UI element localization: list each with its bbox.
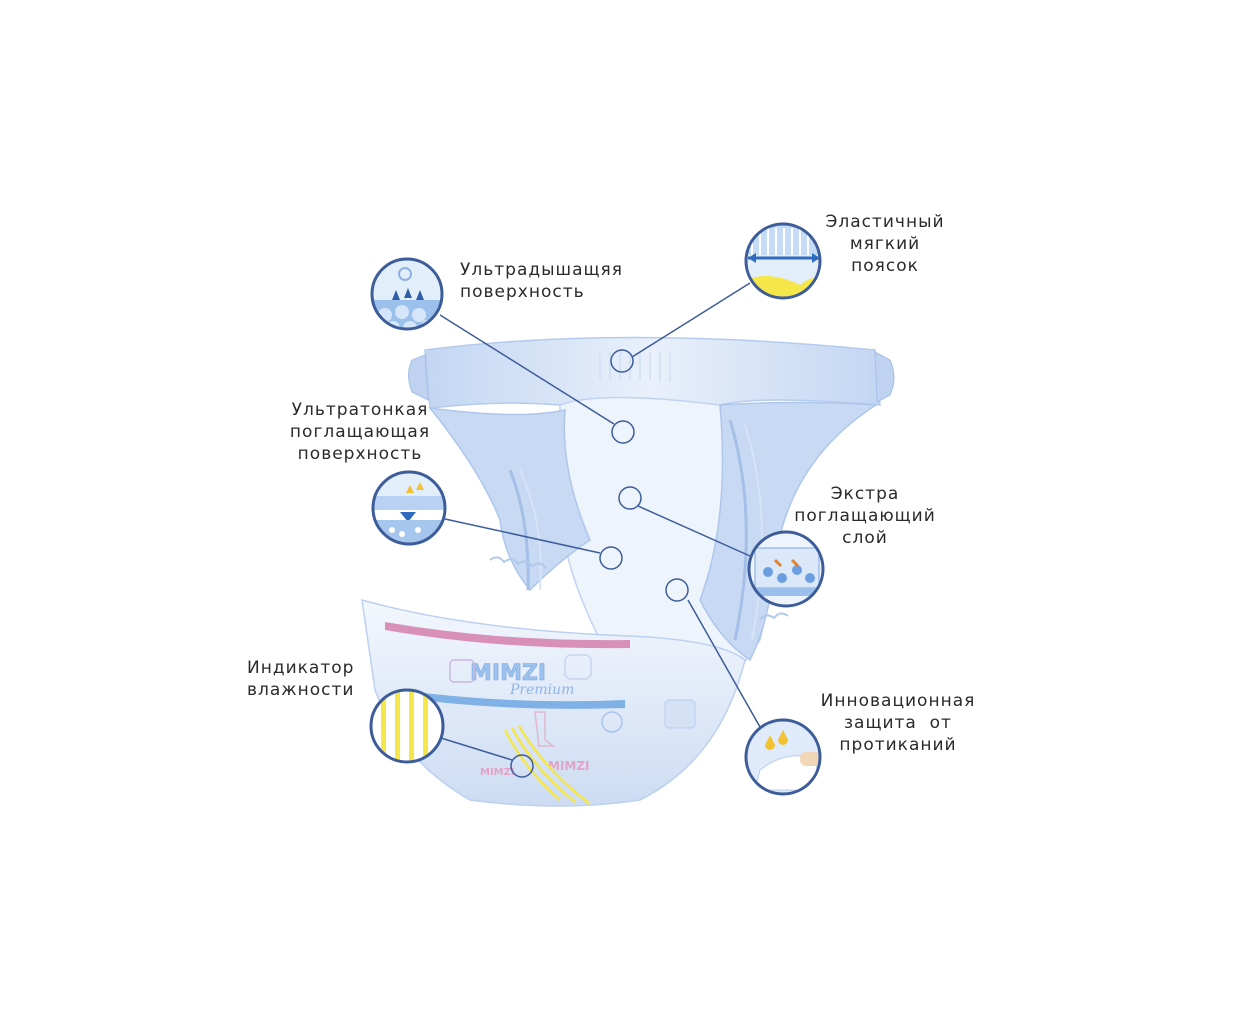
label-leak-protection: Инновационная защита от протиканий — [808, 690, 988, 756]
right-tab — [874, 351, 895, 403]
marker-leak — [665, 578, 689, 602]
marker-thin — [599, 546, 623, 570]
elastic-waistband-icon — [744, 222, 822, 300]
marker-circles — [510, 349, 689, 778]
marker-waist — [610, 349, 634, 373]
label-breathable-surface: Ультрадышащяя поверхность — [460, 259, 623, 303]
label-elastic-waist: Эластичный мягкий поясок — [815, 211, 955, 277]
marker-indicator — [510, 754, 534, 778]
label-wetness-indicator: Индикатор влажности — [247, 657, 354, 701]
leak-guard-icon — [744, 718, 822, 796]
label-line: поглащающий — [794, 506, 936, 526]
label-line: Эластичный — [825, 212, 945, 232]
pink-band — [385, 622, 630, 649]
absorbent-layers-icon — [371, 470, 447, 546]
label-line: протиканий — [839, 735, 957, 755]
marker-surface — [611, 420, 635, 444]
label-line: защита от — [844, 713, 952, 733]
label-line: Ультратонкая — [291, 400, 429, 420]
label-line: Индикатор — [247, 658, 355, 678]
label-line: мягкий — [849, 234, 921, 254]
label-line: поглащающая — [289, 422, 431, 442]
label-line: слой — [842, 528, 888, 548]
waistband — [424, 336, 881, 409]
left-tab — [408, 354, 429, 401]
label-extra-absorbent: Экстра поглащающий слой — [780, 483, 950, 549]
label-line: поверхность — [297, 444, 423, 464]
diaper-body: MIMZI Premium MIMZI MIMZI — [361, 336, 895, 807]
label-line: Экстра — [830, 484, 900, 504]
absorbent-core-icon — [747, 530, 825, 608]
air-bubbles-icon — [370, 257, 444, 331]
label-line: влажности — [247, 680, 355, 700]
brand-sub: Premium — [509, 682, 574, 698]
svg-text:MIMZI: MIMZI — [480, 767, 515, 778]
left-leg-cuff — [428, 407, 591, 592]
marker-core — [618, 486, 642, 510]
label-line: поверхность — [460, 282, 585, 302]
wetness-stripes-icon — [369, 688, 445, 764]
label-line: Ультрадышащяя — [460, 260, 623, 280]
label-line: Инновационная — [820, 691, 976, 711]
brand-logo: MIMZI — [470, 661, 546, 686]
blue-band — [400, 690, 625, 709]
svg-text:MIMZI: MIMZI — [548, 759, 590, 773]
connector-lines — [439, 282, 761, 761]
label-line: поясок — [851, 256, 919, 276]
label-thin-absorbent: Ультратонкая поглащающая поверхность — [270, 399, 450, 465]
